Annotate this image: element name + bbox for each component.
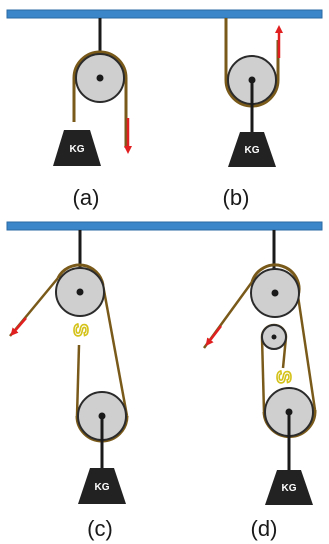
panel-label: (c) [87,516,113,541]
hook-icon: S [272,370,294,383]
weight-icon [228,132,276,167]
weight-label: KG [70,144,85,155]
axle [271,289,279,297]
axle [271,334,277,340]
ceiling-bottom [6,221,323,231]
rope-right [101,284,129,417]
rope-wrap [72,50,128,79]
rope-left [75,344,81,417]
panel-c: S KG (c) [9,230,129,541]
force-arrow-icon [205,325,222,347]
rope-right [296,295,317,411]
rope-mid-left [260,336,266,413]
panel-label: (a) [73,185,100,210]
hook-icon: S [69,323,91,336]
axle [96,74,104,82]
force-arrow-icon [10,317,27,337]
axle [76,288,84,296]
ceiling-top [6,9,323,19]
panel-label: (b) [223,185,250,210]
panel-a: KG (a) [53,18,132,210]
weight-icon [78,468,126,504]
weight-icon [53,130,101,166]
panel-b: KG (b) [223,18,283,210]
weight-icon [265,470,313,505]
weight-label: KG [245,145,260,156]
weight-label: KG [95,482,110,493]
panel-d: S KG (d) [202,230,317,541]
weight-label: KG [282,483,297,494]
panel-label: (d) [251,516,278,541]
